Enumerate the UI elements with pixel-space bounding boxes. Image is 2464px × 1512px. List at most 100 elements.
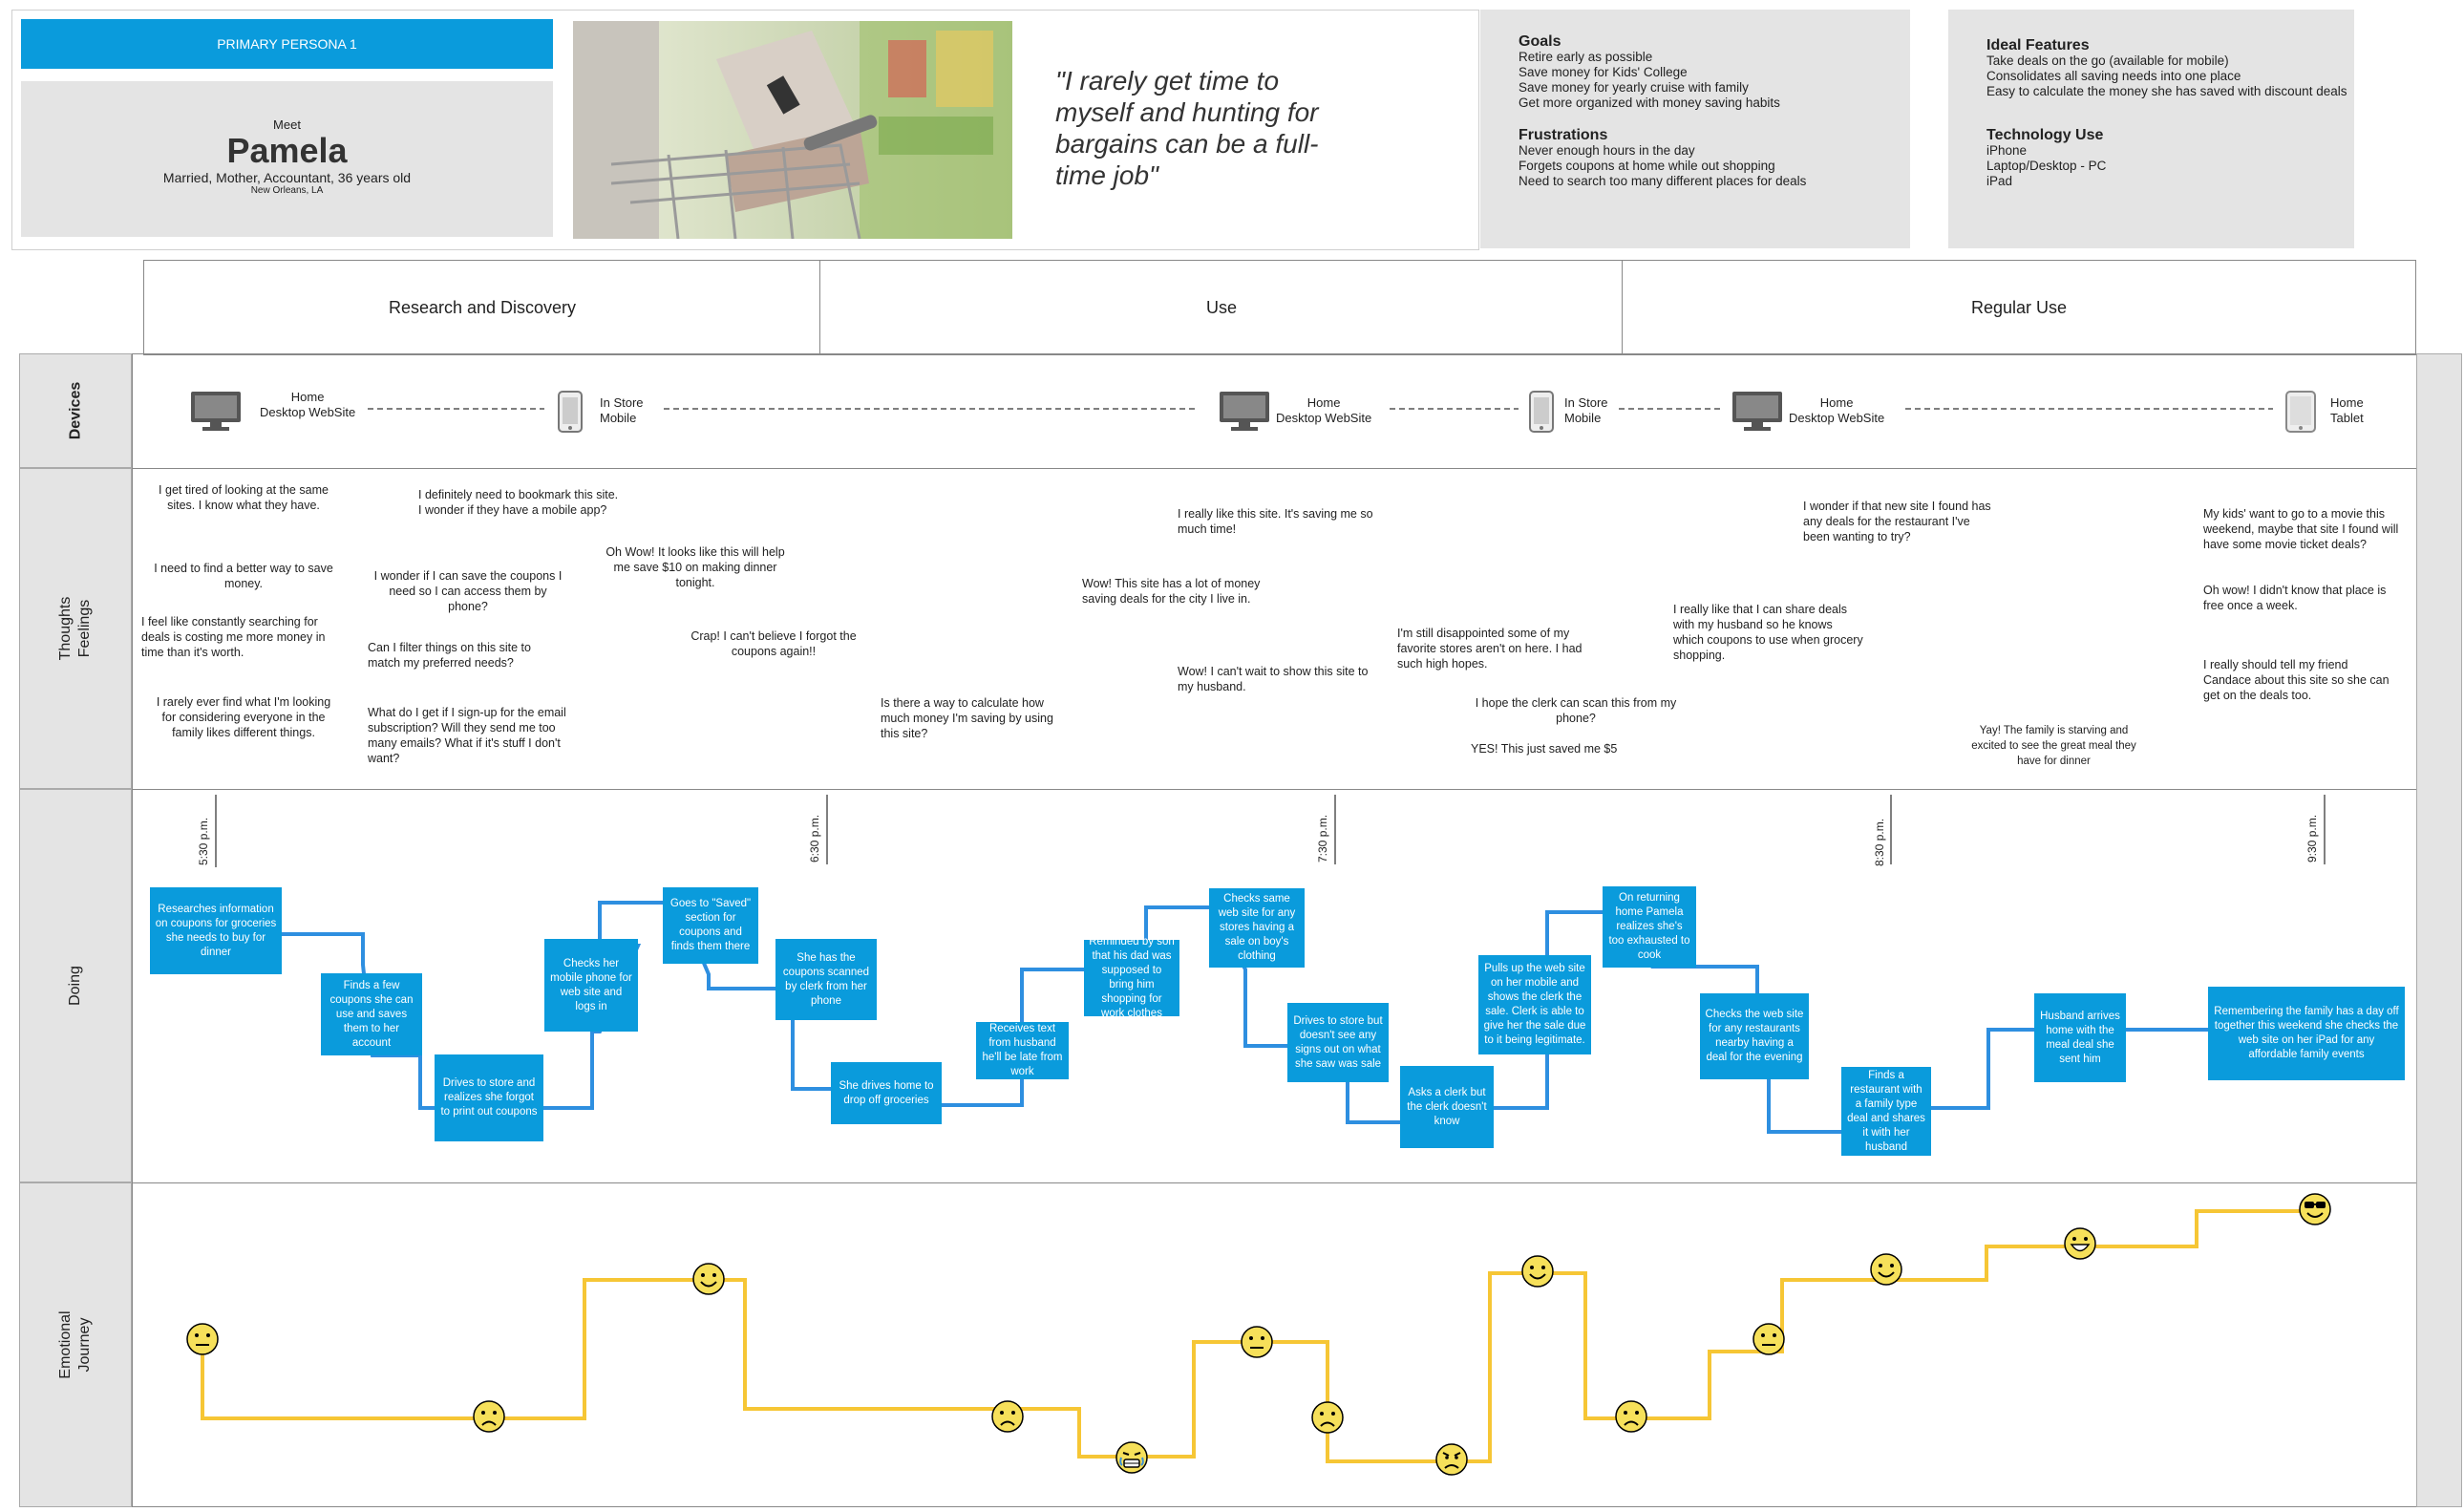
- persona-name: Pamela: [226, 131, 348, 170]
- thought-note: YES! This just saved me $5: [1471, 742, 1618, 756]
- doing-step: Finds a restaurant with a family type de…: [1841, 1067, 1931, 1156]
- row-label-emotional: Emotional Journey: [19, 1182, 132, 1507]
- doing-step: She drives home to drop off groceries: [831, 1062, 942, 1124]
- desktop-icon: [1218, 390, 1271, 437]
- row-label-doing: Doing: [19, 789, 132, 1182]
- device-label-line: Home: [2330, 395, 2364, 410]
- tablet-icon: [2284, 390, 2317, 438]
- happy-face-icon: [1520, 1254, 1555, 1293]
- divider: [132, 353, 133, 1507]
- doing-step: Researches information on coupons for gr…: [150, 887, 282, 974]
- device-label-line: In Store: [600, 395, 644, 410]
- neutral-face-icon: [1240, 1325, 1274, 1364]
- doing-step: Husband arrives home with the meal deal …: [2034, 993, 2126, 1082]
- persona-description: Married, Mother, Accountant, 36 years ol…: [162, 170, 412, 185]
- goal-item: Save money for yearly cruise with family: [1519, 80, 1749, 95]
- goals-title: Goals: [1519, 33, 1561, 50]
- thought-note: I hope the clerk can scan this from my p…: [1475, 696, 1677, 725]
- sad-face-icon: [990, 1399, 1025, 1438]
- time-markers: [215, 795, 2326, 867]
- divider: [132, 353, 2416, 354]
- technology-item: iPad: [1986, 174, 2013, 188]
- doing-step: Checks her mobile phone for web site and…: [544, 939, 638, 1032]
- persona-tag: PRIMARY PERSONA 1: [21, 19, 553, 69]
- thought-note: Oh Wow! It looks like this will help me …: [605, 545, 785, 589]
- neutral-face-icon: [1752, 1322, 1786, 1361]
- technology-item: iPhone: [1986, 143, 2028, 158]
- thought-note: I get tired of looking at the same sites…: [159, 483, 329, 512]
- ideal-features-title: Ideal Features: [1986, 37, 2090, 53]
- doing-step: Reminded by son that his dad was suppose…: [1084, 936, 1179, 1019]
- doing-step: Pulls up the web site on her mobile and …: [1478, 955, 1591, 1054]
- divider: [132, 1506, 2416, 1507]
- device-label-line: Desktop WebSite: [260, 405, 356, 419]
- right-sidebar: [2416, 353, 2462, 1507]
- thought-note: I really like that I can share deals wit…: [1673, 603, 1863, 662]
- thought-note: My kids' want to go to a movie this week…: [2203, 507, 2399, 551]
- persona-quote: "I rarely get time to myself and hunting…: [1055, 66, 1319, 190]
- angry-face-icon: [1434, 1442, 1469, 1481]
- goals-frustrations-panel: Goals Retire early as possible Save mone…: [1480, 10, 1910, 248]
- doing-step: Drives to store and realizes she forgot …: [435, 1054, 543, 1141]
- phase-use: Use: [819, 260, 1624, 355]
- doing-step: Asks a clerk but the clerk doesn't know: [1400, 1066, 1494, 1148]
- divider: [132, 1182, 2416, 1183]
- sad-face-icon: [1614, 1399, 1648, 1438]
- device-label-line: Mobile: [1564, 411, 1602, 425]
- crying-face-icon: [1115, 1440, 1149, 1480]
- doing-step: Drives to store but doesn't see any sign…: [1287, 1003, 1389, 1082]
- persona-meet: Meet: [273, 117, 301, 132]
- sad-face-icon: [1310, 1400, 1345, 1439]
- technology-item: Laptop/Desktop - PC: [1986, 159, 2107, 173]
- technology-title: Technology Use: [1986, 127, 2104, 143]
- device-label-line: Desktop WebSite: [1789, 411, 1885, 425]
- emotional-journey-line: [201, 1209, 2315, 1463]
- mobile-icon: [557, 390, 584, 438]
- phase-regular-use: Regular Use: [1622, 260, 2416, 355]
- desktop-icon: [1731, 390, 1784, 437]
- doing-step: On returning home Pamela realizes she's …: [1603, 886, 1696, 968]
- goal-item: Save money for Kids' College: [1519, 65, 1688, 79]
- thought-note: Yay! The family is starving and excited …: [1971, 725, 2136, 767]
- grinning-face-icon: [2063, 1226, 2097, 1266]
- doing-step: Finds a few coupons she can use and save…: [321, 973, 422, 1055]
- thought-note: What do I get if I sign-up for the email…: [368, 706, 566, 765]
- device-label-line: Mobile: [600, 411, 637, 425]
- thought-note: Can I filter things on this site to matc…: [368, 641, 531, 670]
- features-technology-panel: Ideal Features Take deals on the go (ava…: [1948, 10, 2354, 248]
- device-label-line: Home: [1819, 395, 1854, 410]
- device-label-line: Home: [290, 390, 325, 404]
- thought-note: Is there a way to calculate how much mon…: [881, 696, 1053, 740]
- happy-face-icon: [1869, 1252, 1903, 1291]
- frustration-item: Never enough hours in the day: [1519, 143, 1695, 158]
- persona-photo: [573, 21, 1012, 239]
- device-label-line: Tablet: [2330, 411, 2364, 425]
- cool-face-icon: [2298, 1192, 2332, 1231]
- thought-note: I need to find a better way to save mone…: [154, 562, 333, 590]
- doing-step: Receives text from husband he'll be late…: [976, 1022, 1069, 1079]
- row-label-devices: Devices: [19, 353, 132, 468]
- thought-note: Wow! I can't wait to show this site to m…: [1178, 665, 1369, 693]
- frustration-item: Need to search too many different places…: [1519, 174, 1807, 188]
- device-label-line: Home: [1306, 395, 1341, 410]
- thought-note: I feel like constantly searching for dea…: [141, 615, 326, 659]
- neutral-face-icon: [185, 1322, 220, 1361]
- persona-location: New Orleans, LA: [250, 185, 324, 196]
- row-label-thoughts: Thoughts Feelings: [19, 468, 132, 789]
- persona-card: Meet Pamela Married, Mother, Accountant,…: [21, 81, 553, 237]
- thought-note: I wonder if I can save the coupons I nee…: [373, 569, 563, 613]
- thought-note: Crap! I can't believe I forgot the coupo…: [690, 629, 857, 658]
- doing-step: Checks the web site for any restaurants …: [1700, 993, 1809, 1079]
- thought-note: Wow! This site has a lot of money saving…: [1082, 577, 1261, 606]
- time-label: 5:30 p.m.: [197, 817, 210, 865]
- doing-step: Goes to "Saved" section for coupons and …: [663, 887, 758, 964]
- mobile-icon: [1528, 390, 1555, 438]
- happy-face-icon: [691, 1262, 726, 1301]
- frustrations-title: Frustrations: [1519, 127, 1608, 143]
- thought-note: I really like this site. It's saving me …: [1178, 507, 1373, 536]
